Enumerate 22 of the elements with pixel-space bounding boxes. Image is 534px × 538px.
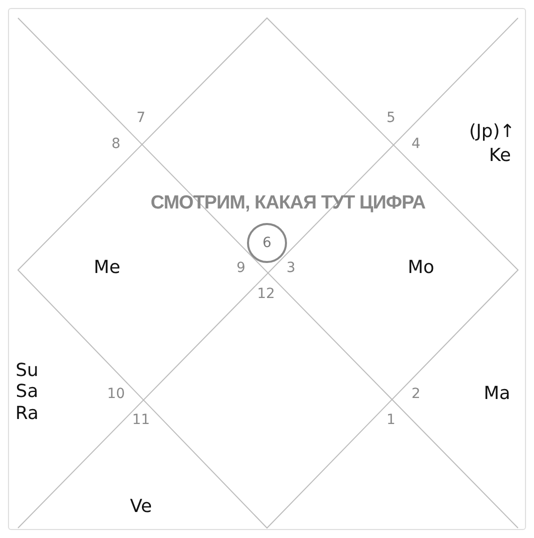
house-number: 3	[286, 261, 296, 275]
planet-label: Ve	[130, 498, 152, 516]
house-number: 7	[136, 111, 146, 125]
planet-label: Ra	[15, 405, 39, 423]
highlight-circle	[247, 223, 287, 263]
planet-label: Su	[16, 362, 38, 380]
house-number: 12	[257, 287, 275, 301]
house-number: 4	[412, 137, 420, 151]
house-number: 9	[236, 261, 246, 275]
house-number: 6	[262, 235, 272, 251]
house-number: 1	[386, 413, 396, 427]
house-number: 2	[412, 387, 420, 401]
planet-label: Ma	[484, 385, 510, 403]
house-number: 10	[107, 387, 125, 401]
planet-label: (Jp)↑	[469, 123, 515, 141]
planet-label: Sa	[16, 383, 38, 401]
house-number: 8	[112, 137, 120, 151]
house-number: 11	[132, 413, 150, 427]
planet-label: Me	[94, 259, 120, 277]
planet-label: Ke	[489, 147, 511, 165]
planet-label: Mo	[408, 259, 434, 277]
house-number: 5	[386, 111, 396, 125]
